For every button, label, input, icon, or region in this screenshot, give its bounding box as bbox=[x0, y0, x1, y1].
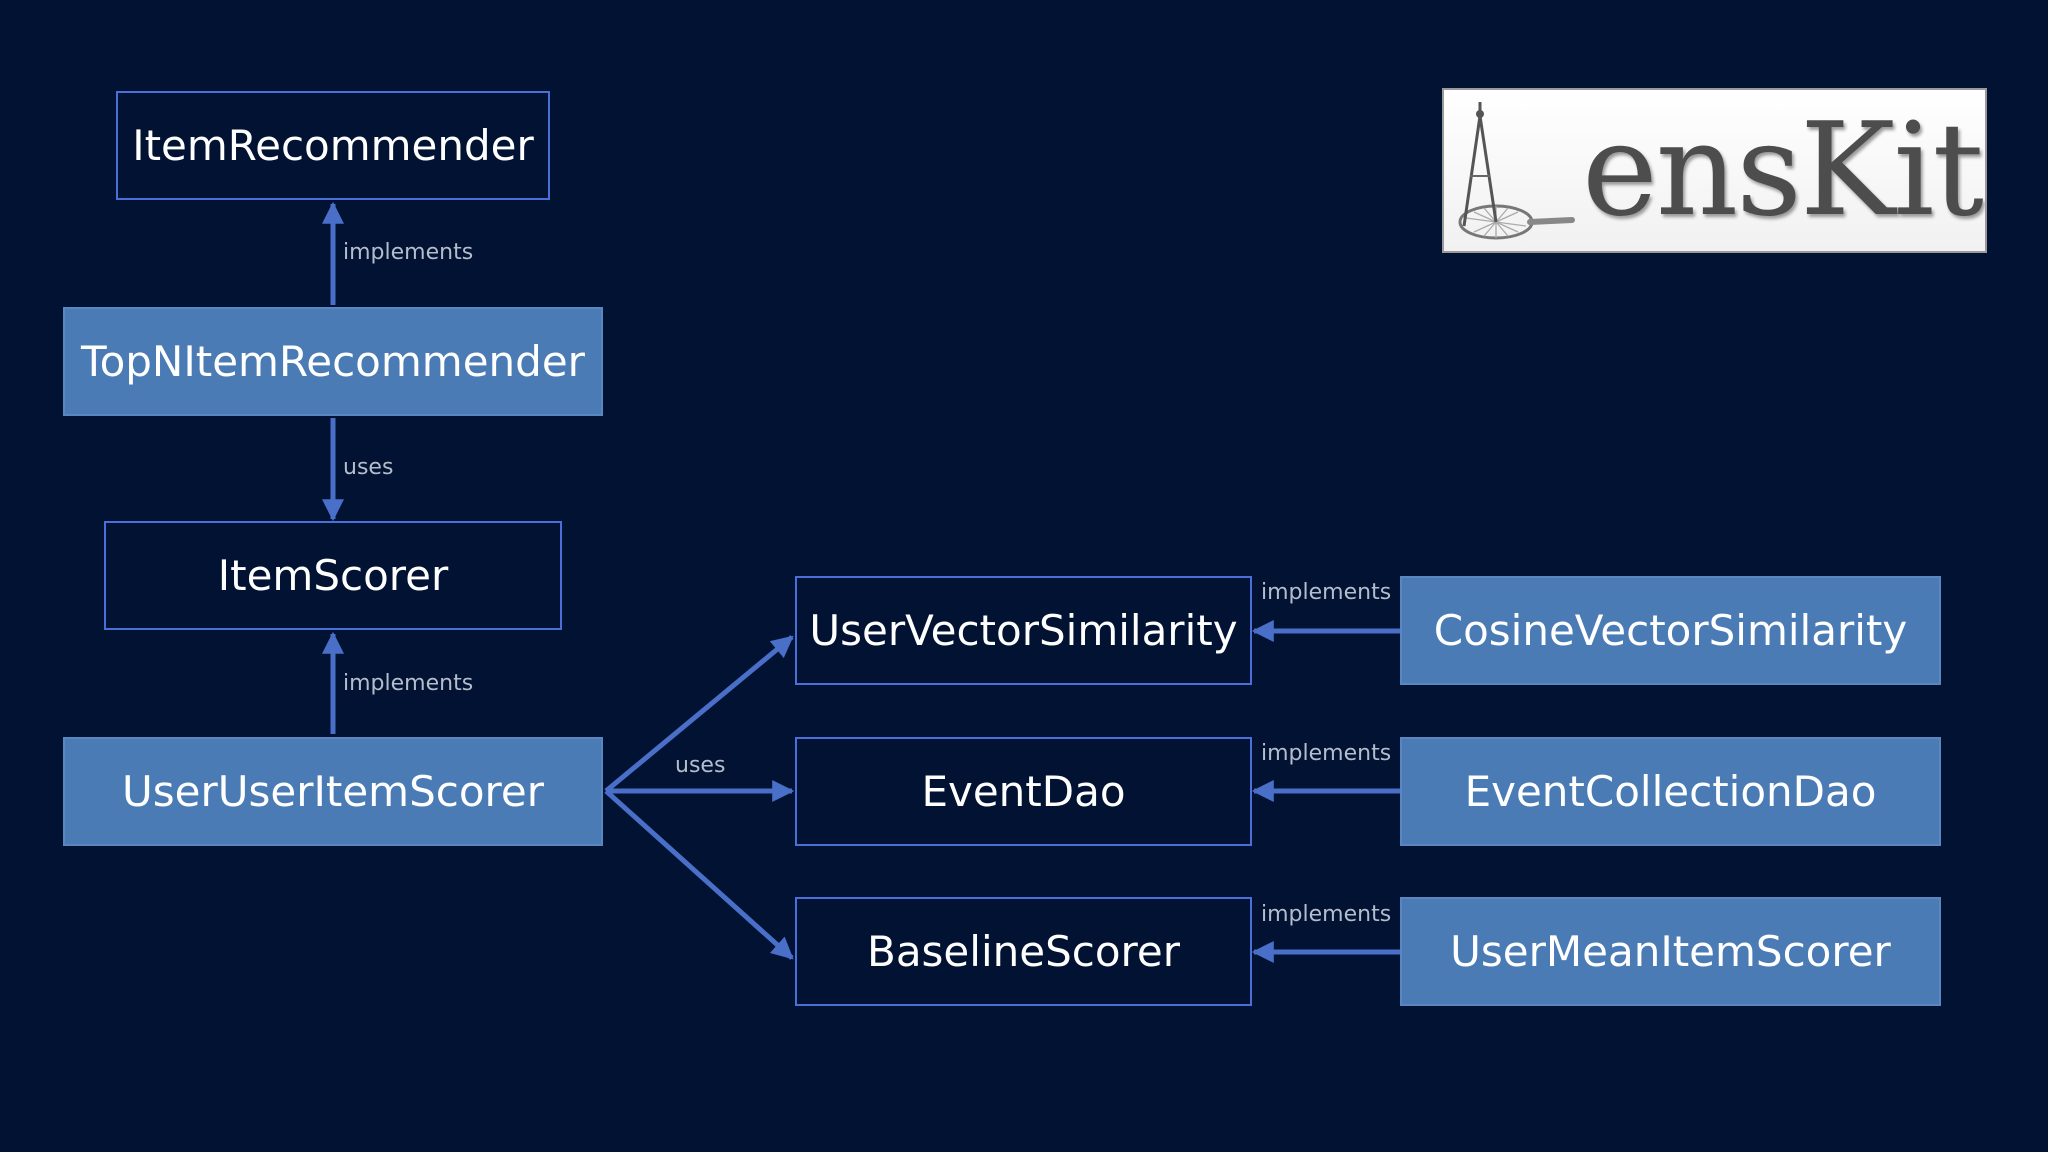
edge-label-cosine-implements: implements bbox=[1261, 580, 1392, 605]
topn-item-recommender-box: TopNItemRecommender bbox=[63, 307, 603, 416]
edge-label-useruser-uses: uses bbox=[675, 753, 726, 778]
user-vector-similarity-label: UserVectorSimilarity bbox=[809, 606, 1238, 655]
topn-item-recommender-label: TopNItemRecommender bbox=[81, 337, 585, 386]
edge-label-topn-implements: implements bbox=[343, 240, 474, 265]
user-mean-item-scorer-box: UserMeanItemScorer bbox=[1400, 897, 1941, 1006]
event-collection-dao-label: EventCollectionDao bbox=[1464, 767, 1877, 816]
edge-label-usermean-implements: implements bbox=[1261, 902, 1392, 927]
item-scorer-box: ItemScorer bbox=[104, 521, 562, 630]
cosine-vector-similarity-label: CosineVectorSimilarity bbox=[1433, 606, 1908, 655]
lenskit-logo: ensKit bbox=[1442, 88, 1987, 253]
compass-magnifier-icon bbox=[1458, 102, 1575, 240]
item-recommender-label: ItemRecommender bbox=[132, 121, 534, 170]
event-dao-box: EventDao bbox=[795, 737, 1252, 846]
baseline-scorer-box: BaselineScorer bbox=[795, 897, 1252, 1006]
item-scorer-label: ItemScorer bbox=[217, 551, 449, 600]
user-user-item-scorer-label: UserUserItemScorer bbox=[122, 767, 544, 816]
user-user-item-scorer-box: UserUserItemScorer bbox=[63, 737, 603, 846]
baseline-scorer-label: BaselineScorer bbox=[867, 927, 1180, 976]
arrow-uses-user-vector-similarity bbox=[604, 635, 794, 793]
item-recommender-box: ItemRecommender bbox=[116, 91, 550, 200]
user-vector-similarity-box: UserVectorSimilarity bbox=[795, 576, 1252, 685]
user-mean-item-scorer-label: UserMeanItemScorer bbox=[1450, 927, 1891, 976]
logo-wordmark: ensKit bbox=[1582, 96, 1984, 245]
arrow-uses-baseline-scorer bbox=[604, 789, 794, 960]
edge-label-useruser-implements: implements bbox=[343, 671, 474, 696]
cosine-vector-similarity-box: CosineVectorSimilarity bbox=[1400, 576, 1941, 685]
event-dao-label: EventDao bbox=[921, 767, 1126, 816]
edge-label-eventcollection-implements: implements bbox=[1261, 741, 1392, 766]
event-collection-dao-box: EventCollectionDao bbox=[1400, 737, 1941, 846]
edge-label-topn-uses: uses bbox=[343, 455, 394, 480]
